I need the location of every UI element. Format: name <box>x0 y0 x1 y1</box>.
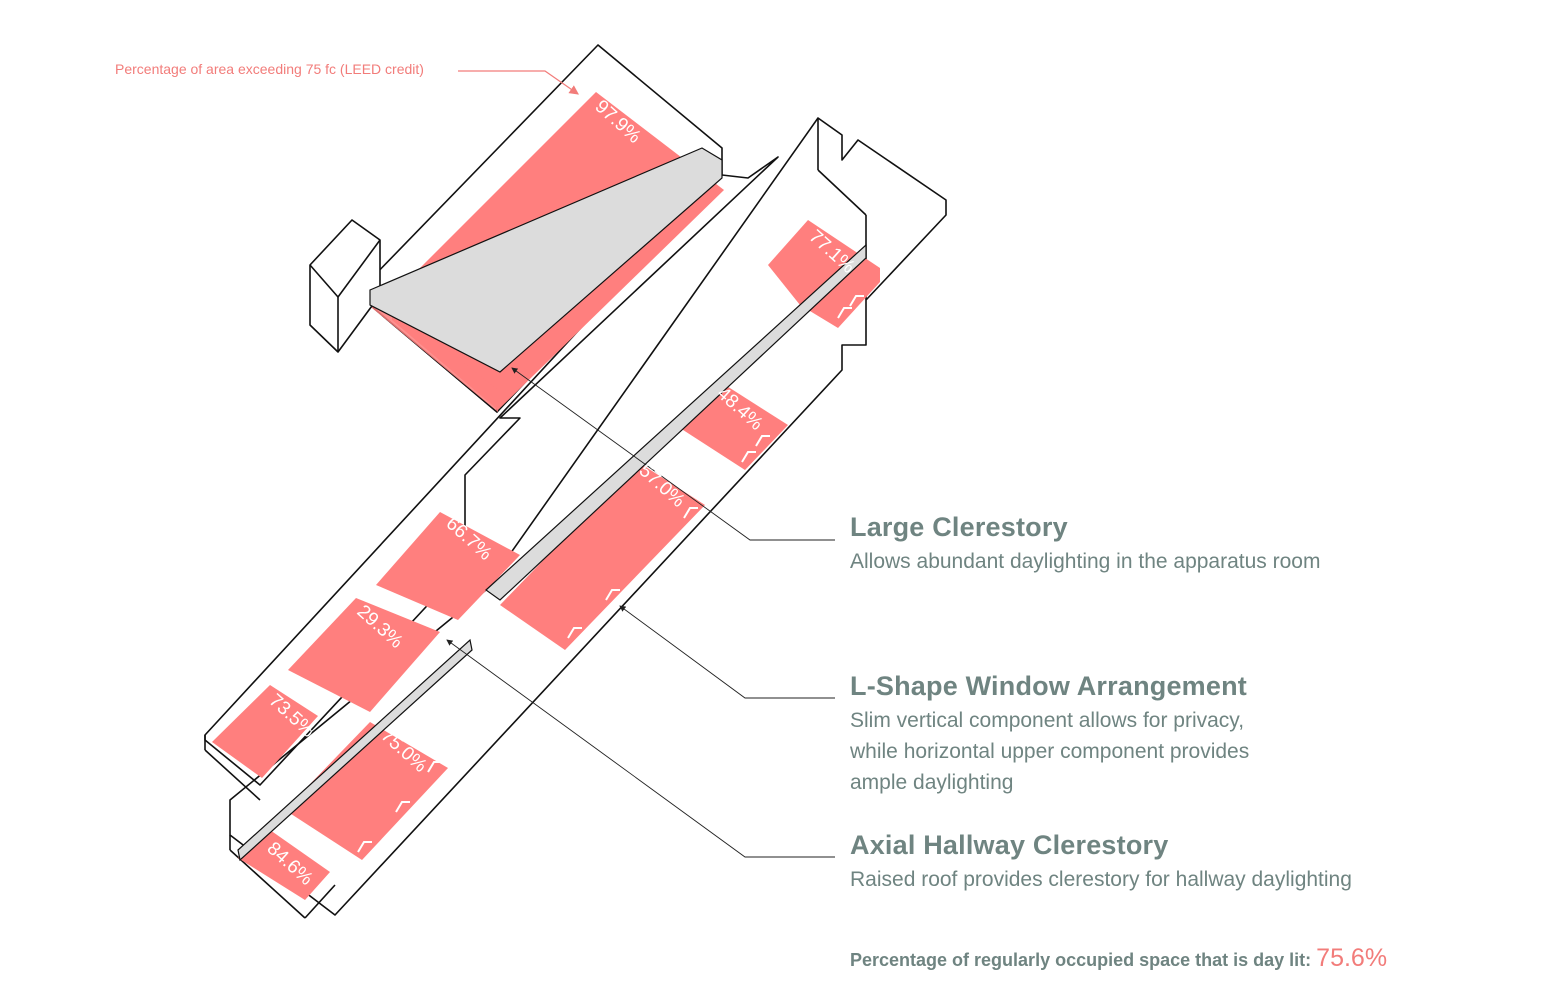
large-clerestory <box>369 147 723 373</box>
axial-hallway-clerestory <box>485 243 867 601</box>
zone-66 <box>376 512 520 620</box>
leader-axial-hallway <box>446 639 835 858</box>
feature-desc-axial-hallway: Raised roof provides clerestory for hall… <box>850 864 1352 895</box>
feature-desc-line: Allows abundant daylighting in the appar… <box>850 550 1321 573</box>
daylight-zones <box>212 92 880 900</box>
feature-desc-large-clerestory: Allows abundant daylighting in the appar… <box>850 546 1320 577</box>
feature-desc-l-shape-window: Slim vertical component allows for priva… <box>850 705 1249 798</box>
leed-credit-label: Percentage of area exceeding 75 fc (LEED… <box>115 61 424 77</box>
leader-lines <box>446 367 835 858</box>
feature-desc-line: while horizontal upper component provide… <box>850 740 1250 763</box>
clerestory-strips <box>237 147 867 862</box>
summary-label: Percentage of regularly occupied space t… <box>850 950 1312 970</box>
zone-hall-57 <box>500 462 705 650</box>
zone-29 <box>288 598 440 712</box>
zone-84 <box>238 830 330 900</box>
daylit-summary: Percentage of regularly occupied space t… <box>850 944 1387 973</box>
feature-desc-line: ample daylighting <box>850 771 1014 794</box>
leed-leader-line <box>458 70 579 95</box>
feature-title-large-clerestory: Large Clerestory <box>850 512 1068 542</box>
summary-value: 75.6% <box>1316 944 1388 972</box>
feature-title-axial-hallway: Axial Hallway Clerestory <box>850 830 1169 860</box>
feature-desc-line: Slim vertical component allows for priva… <box>850 709 1245 732</box>
feature-title-l-shape-window: L-Shape Window Arrangement <box>850 671 1247 701</box>
leader-l-shape-window <box>619 605 835 699</box>
zone-73 <box>212 685 318 778</box>
leader-large-clerestory <box>511 367 835 541</box>
feature-desc-line: Raised roof provides clerestory for hall… <box>850 868 1352 891</box>
window-icons <box>357 295 864 853</box>
zone-75 <box>285 722 448 860</box>
